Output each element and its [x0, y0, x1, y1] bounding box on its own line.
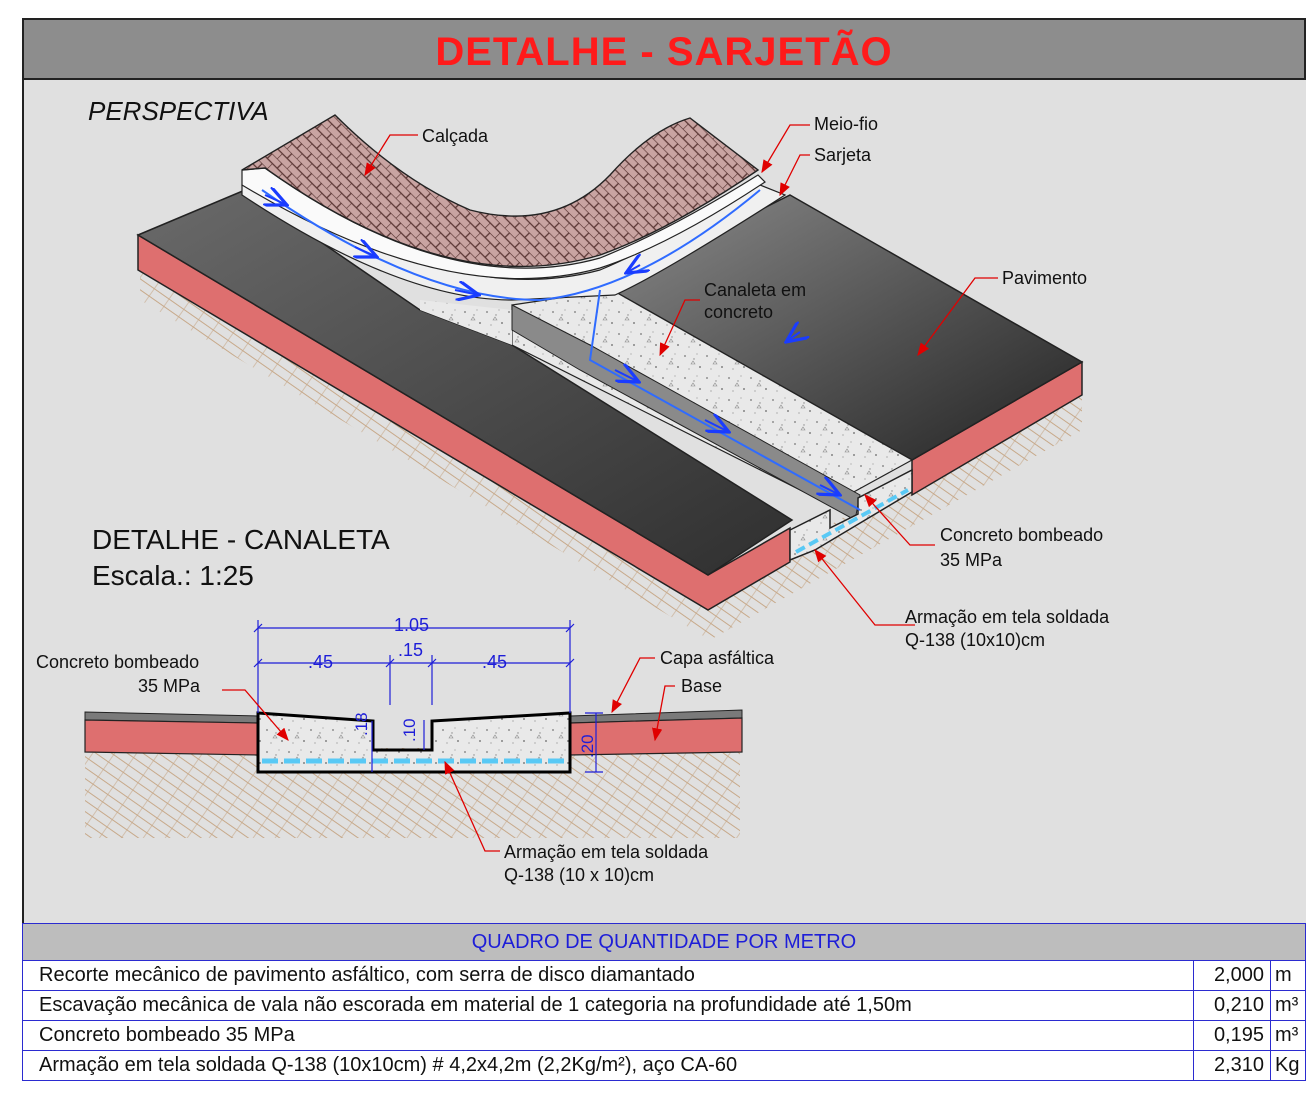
- section-view: [84, 620, 743, 852]
- flow-arrow: [704, 420, 729, 432]
- title-banner: DETALHE - SARJETÃO: [22, 18, 1306, 80]
- section-heading: DETALHE - CANALETA: [92, 524, 390, 555]
- flow-arrow: [820, 485, 840, 495]
- dim-total: 1.05: [394, 615, 430, 635]
- channel-concrete-left: [420, 300, 512, 345]
- table-row: Armação em tela soldada Q-138 (10x10cm) …: [22, 1050, 1306, 1081]
- leader-section-concreto: [222, 689, 289, 741]
- table-header-row: QUADRO DE QUANTIDADE POR METRO: [22, 923, 1306, 961]
- flow-arrow: [614, 370, 639, 382]
- label-armacao-line2: Q-138 (10x10)cm: [905, 630, 1046, 650]
- dim-right: .45: [482, 652, 508, 672]
- dim-depth-left: .18: [352, 712, 371, 736]
- label-concreto-line2: 35 MPa: [940, 550, 1003, 570]
- row-description: Recorte mecânico de pavimento asfáltico,…: [22, 960, 1194, 991]
- dim-left: .45: [308, 652, 334, 672]
- flow-arrow: [355, 247, 377, 257]
- table-row: Escavação mecânica de vala não escorada …: [22, 990, 1306, 1021]
- quantity-table: QUADRO DE QUANTIDADE POR METRO Recorte m…: [22, 923, 1306, 1081]
- dimension-lines: [253, 620, 603, 773]
- label-sarjeta: Sarjeta: [814, 145, 872, 165]
- perspective-view: [136, 114, 1084, 640]
- leader-base: [652, 685, 675, 742]
- row-unit: m³: [1270, 1020, 1306, 1051]
- dim-center: .15: [398, 640, 424, 660]
- section-label-concreto-line1: Concreto bombeado: [36, 652, 200, 672]
- soil-hatch: [140, 255, 1082, 640]
- row-unit: m: [1270, 960, 1306, 991]
- row-quantity: 2,310: [1193, 1050, 1271, 1081]
- page-title: DETALHE - SARJETÃO: [435, 30, 893, 74]
- dim-depth-center: .10: [400, 718, 419, 742]
- leader-capa: [611, 657, 655, 714]
- flow-arrow: [265, 195, 287, 205]
- label-pavimento: Pavimento: [1002, 268, 1088, 288]
- section-scale: Escala.: 1:25: [92, 560, 254, 591]
- label-meio-fio: Meio-fio: [814, 114, 879, 134]
- section-label-armacao-line1: Armação em tela soldada: [504, 842, 709, 862]
- table-row: Recorte mecânico de pavimento asfáltico,…: [22, 960, 1306, 991]
- leader-calcada: [364, 134, 418, 177]
- leader-concreto: [864, 494, 935, 546]
- leader-section-armacao: [444, 760, 500, 852]
- row-quantity: 2,000: [1193, 960, 1271, 991]
- row-quantity: 0,210: [1193, 990, 1271, 1021]
- section-label-armacao-line2: Q-138 (10 x 10)cm: [504, 865, 655, 885]
- flow-arrow: [786, 332, 800, 342]
- flow-arrow: [626, 265, 640, 273]
- leader-sarjeta: [779, 154, 810, 197]
- label-calcada: Calçada: [422, 126, 489, 146]
- row-description: Concreto bombeado 35 MPa: [22, 1020, 1194, 1051]
- row-unit: Kg: [1270, 1050, 1306, 1081]
- row-quantity: 0,195: [1193, 1020, 1271, 1051]
- water-line-channel: [588, 289, 861, 511]
- label-armacao-line1: Armação em tela soldada: [905, 607, 1110, 627]
- table-header: QUADRO DE QUANTIDADE POR METRO: [22, 923, 1306, 961]
- channel-section: [256, 711, 572, 774]
- section-label-capa: Capa asfáltica: [660, 648, 775, 668]
- leader-meio-fio: [761, 124, 810, 174]
- mesh-line-perspective: [795, 488, 909, 554]
- leader-armacao: [814, 548, 915, 626]
- flow-arrow: [454, 290, 479, 295]
- row-description: Escavação mecânica de vala não escorada …: [22, 990, 1194, 1021]
- row-unit: m³: [1270, 990, 1306, 1021]
- section-label-concreto-line2: 35 MPa: [138, 676, 201, 696]
- label-canaleta-line2: concreto: [704, 302, 774, 322]
- channel-front-section: [789, 468, 913, 562]
- water-line-gutter: [261, 189, 761, 302]
- table-row: Concreto bombeado 35 MPa 0,195 m³: [22, 1020, 1306, 1051]
- row-description: Armação em tela soldada Q-138 (10x10cm) …: [22, 1050, 1194, 1081]
- leader-canaleta: [659, 299, 700, 357]
- perspective-heading: PERSPECTIVA: [88, 96, 269, 126]
- label-concreto-line1: Concreto bombeado: [940, 525, 1104, 545]
- label-canaleta-line1: Canaleta em: [704, 280, 807, 300]
- sidewalk: [241, 114, 760, 268]
- section-label-base: Base: [681, 676, 723, 696]
- dim-depth-right: .20: [578, 734, 597, 758]
- leader-pavimento: [917, 277, 998, 357]
- curb: [241, 167, 766, 280]
- base-left: [84, 719, 259, 756]
